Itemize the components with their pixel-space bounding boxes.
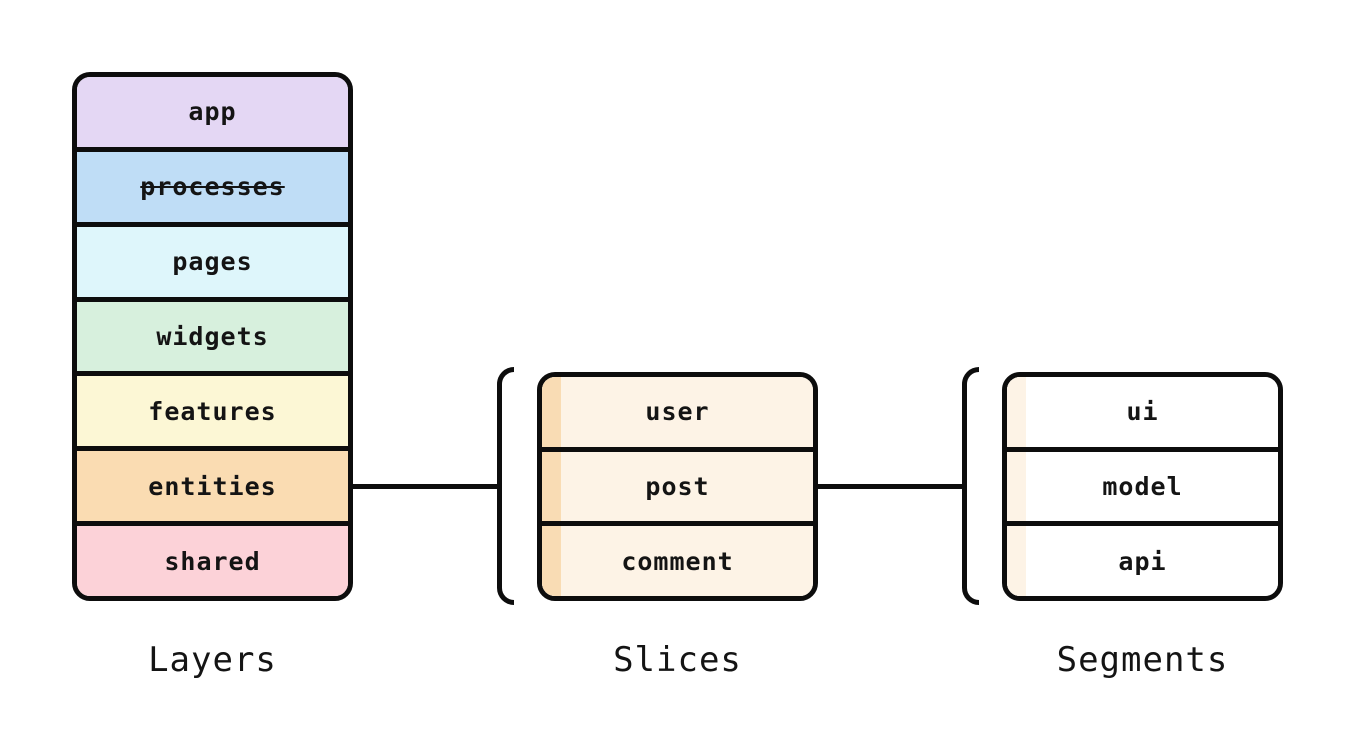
- slice-row-post: post: [542, 446, 813, 522]
- slice-row-user: user: [542, 377, 813, 447]
- layers-stack: app processes pages widgets features ent…: [72, 72, 353, 601]
- segment-label: model: [1102, 472, 1183, 501]
- layer-label: app: [188, 97, 237, 127]
- segment-accent-strip: [1007, 451, 1026, 522]
- layers-caption: Layers: [148, 640, 277, 680]
- slice-row-comment: comment: [542, 521, 813, 596]
- slice-label: post: [645, 472, 710, 501]
- layer-label: features: [148, 396, 277, 426]
- layer-label: widgets: [156, 322, 269, 351]
- slice-accent-strip: [542, 377, 561, 447]
- segment-row-model: model: [1007, 446, 1278, 522]
- segment-row-api: api: [1007, 521, 1278, 596]
- layer-row-app: app: [77, 77, 348, 147]
- slice-accent-strip: [542, 526, 561, 596]
- slice-accent-strip: [542, 451, 561, 522]
- layer-label: processes: [140, 172, 285, 202]
- segment-row-ui: ui: [1007, 377, 1278, 447]
- segment-label: api: [1118, 546, 1167, 576]
- connector-entities-to-slices: [350, 484, 500, 489]
- connector-slices-to-segments: [815, 484, 965, 489]
- segment-accent-strip: [1007, 377, 1026, 447]
- layer-row-processes: processes: [77, 146, 348, 222]
- segment-accent-strip: [1007, 526, 1026, 596]
- segment-label: ui: [1126, 397, 1159, 427]
- layer-row-features: features: [77, 371, 348, 447]
- slices-caption: Slices: [613, 640, 742, 680]
- layer-row-widgets: widgets: [77, 296, 348, 372]
- layer-label: shared: [164, 546, 261, 576]
- segments-bracket-icon: [962, 367, 979, 605]
- slice-label: comment: [621, 546, 734, 576]
- layer-row-entities: entities: [77, 446, 348, 522]
- layer-label: pages: [172, 247, 253, 277]
- slice-label: user: [645, 397, 710, 427]
- segments-caption: Segments: [1056, 640, 1229, 680]
- layer-row-shared: shared: [77, 521, 348, 596]
- slices-bracket-icon: [497, 367, 514, 605]
- segments-stack: ui model api: [1002, 372, 1283, 601]
- slices-stack: user post comment: [537, 372, 818, 601]
- layer-row-pages: pages: [77, 221, 348, 297]
- layer-label: entities: [148, 471, 277, 501]
